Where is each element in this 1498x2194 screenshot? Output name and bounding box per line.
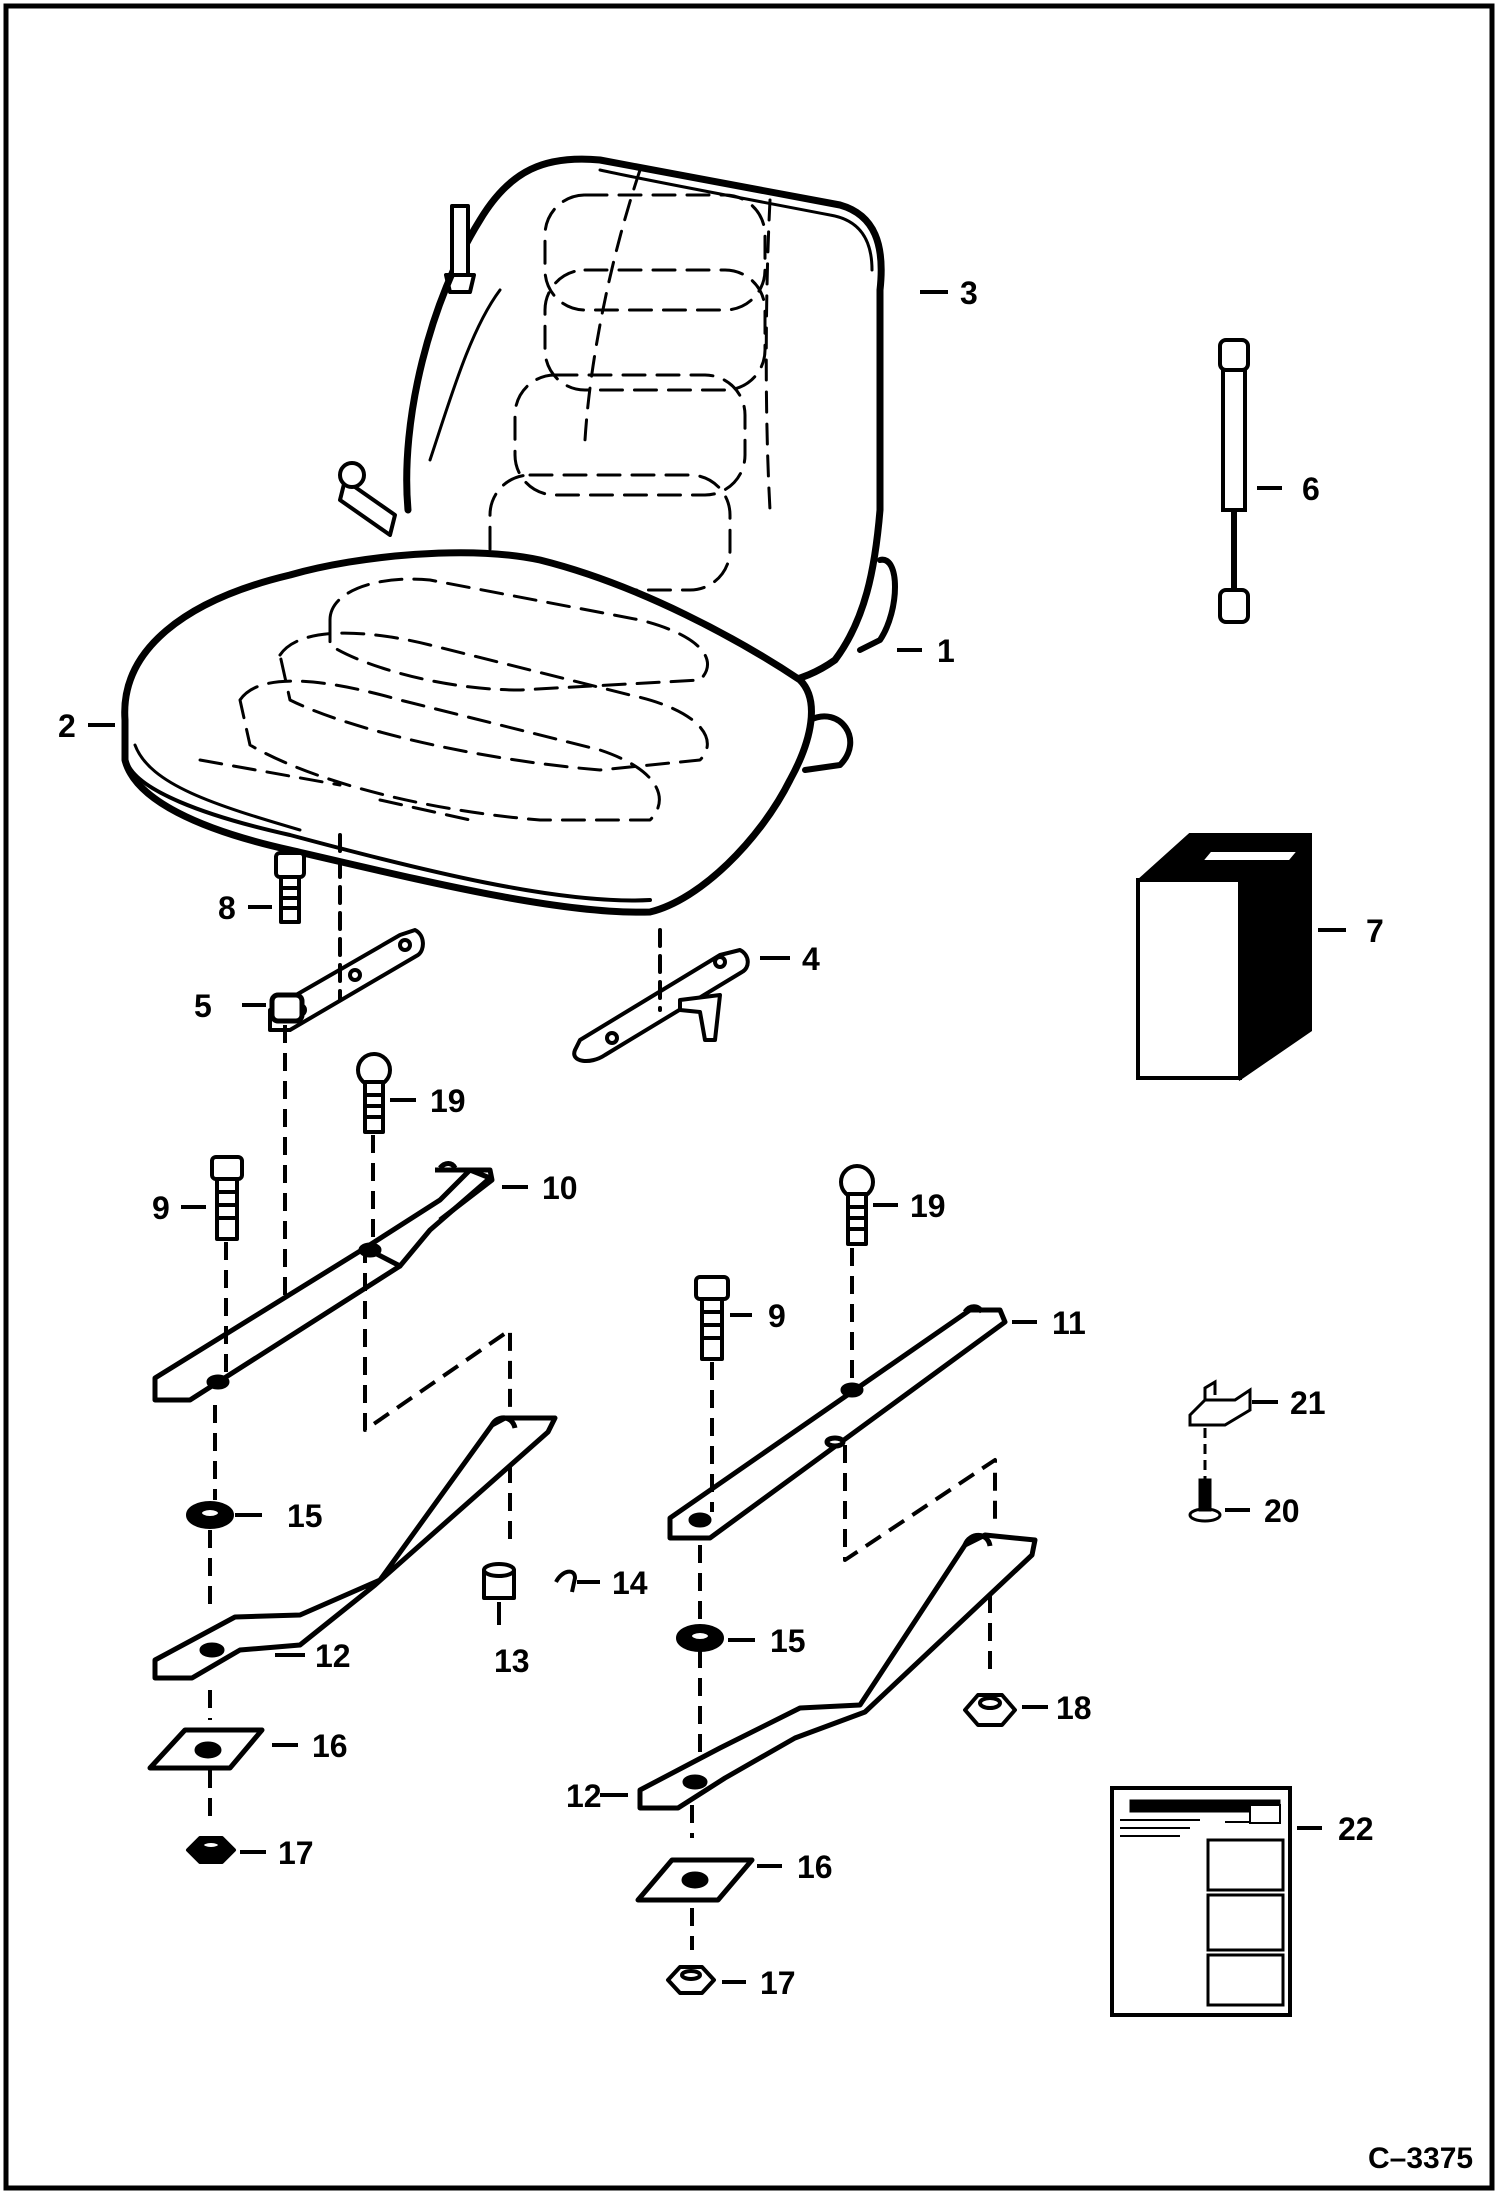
bolt-19-left — [356, 1052, 392, 1134]
callout-17-right: 17 — [760, 1965, 796, 2001]
callout-8: 8 — [218, 890, 236, 926]
seat-backrest — [338, 155, 898, 773]
callout-15-left: 15 — [287, 1498, 323, 1534]
callout-9-left: 9 — [152, 1190, 170, 1226]
callout-16-right: 16 — [797, 1849, 833, 1885]
decal-pack-7 — [1136, 833, 1312, 1081]
figure-number: C–3375 — [1368, 2142, 1473, 2175]
callout-21: 21 — [1290, 1385, 1326, 1421]
callout-7: 7 — [1366, 913, 1384, 949]
callout-16-left: 16 — [312, 1728, 348, 1764]
seat-assembly — [121, 155, 898, 1063]
arm-12-right — [637, 1532, 1038, 1811]
spacer-13 — [482, 1562, 516, 1600]
pin-14 — [554, 1569, 577, 1593]
callout-15-right: 15 — [770, 1623, 806, 1659]
washer-15-left — [186, 1501, 234, 1529]
gas-spring-6 — [1218, 338, 1250, 624]
callout-10: 10 — [542, 1170, 578, 1206]
page-border — [3, 3, 1495, 2191]
callout-13: 13 — [494, 1643, 530, 1679]
callout-2: 2 — [58, 708, 76, 744]
bolt-8 — [274, 851, 306, 924]
callout-11: 11 — [1052, 1305, 1086, 1341]
washer-15-right — [676, 1624, 724, 1652]
plate-10 — [152, 1161, 495, 1403]
callout-12-right: 12 — [566, 1778, 602, 1814]
bolt-9-right — [694, 1275, 730, 1361]
callout-5: 5 — [194, 988, 212, 1024]
clip-21 — [1188, 1379, 1252, 1427]
callout-12-left: 12 — [315, 1638, 351, 1674]
nut-18 — [963, 1693, 1017, 1727]
instructions-decal-22: INSTRUCTIONS — [1110, 1786, 1292, 2017]
bolt-9-left — [210, 1155, 244, 1241]
left-mount-stack — [147, 851, 577, 1864]
plate-16-left — [147, 1727, 265, 1771]
callout-9-right: 9 — [768, 1298, 786, 1334]
callout-18: 18 — [1056, 1690, 1092, 1726]
callout-19-right: 19 — [910, 1188, 946, 1224]
seat-cushion — [121, 549, 815, 916]
callout-14: 14 — [612, 1565, 648, 1601]
clip-5 — [269, 992, 305, 1024]
leader-lines — [88, 290, 1346, 1984]
nut-17-left — [186, 1836, 236, 1864]
plate-16-right — [635, 1857, 755, 1903]
callout-labels: 1 2 3 4 5 6 7 8 9 9 10 11 12 12 13 14 15… — [58, 275, 1384, 2001]
callout-20: 20 — [1264, 1493, 1300, 1529]
decal-header-text: INSTRUCTIONS — [1150, 1802, 1218, 1812]
nut-17-right — [666, 1965, 716, 1995]
callout-1: 1 — [937, 633, 955, 669]
arm-12-left — [152, 1415, 558, 1681]
callout-22: 22 — [1338, 1811, 1374, 1847]
seat-slide-right — [572, 928, 750, 1063]
right-mount-stack — [635, 1164, 1038, 1995]
callout-6: 6 — [1302, 471, 1320, 507]
screw-20 — [1188, 1428, 1222, 1523]
bolt-19-right — [839, 1164, 875, 1246]
callout-3: 3 — [960, 275, 978, 311]
callout-4: 4 — [802, 941, 820, 977]
callout-17-left: 17 — [278, 1835, 314, 1871]
plate-11 — [667, 1304, 1008, 1541]
callout-19-left: 19 — [430, 1083, 466, 1119]
